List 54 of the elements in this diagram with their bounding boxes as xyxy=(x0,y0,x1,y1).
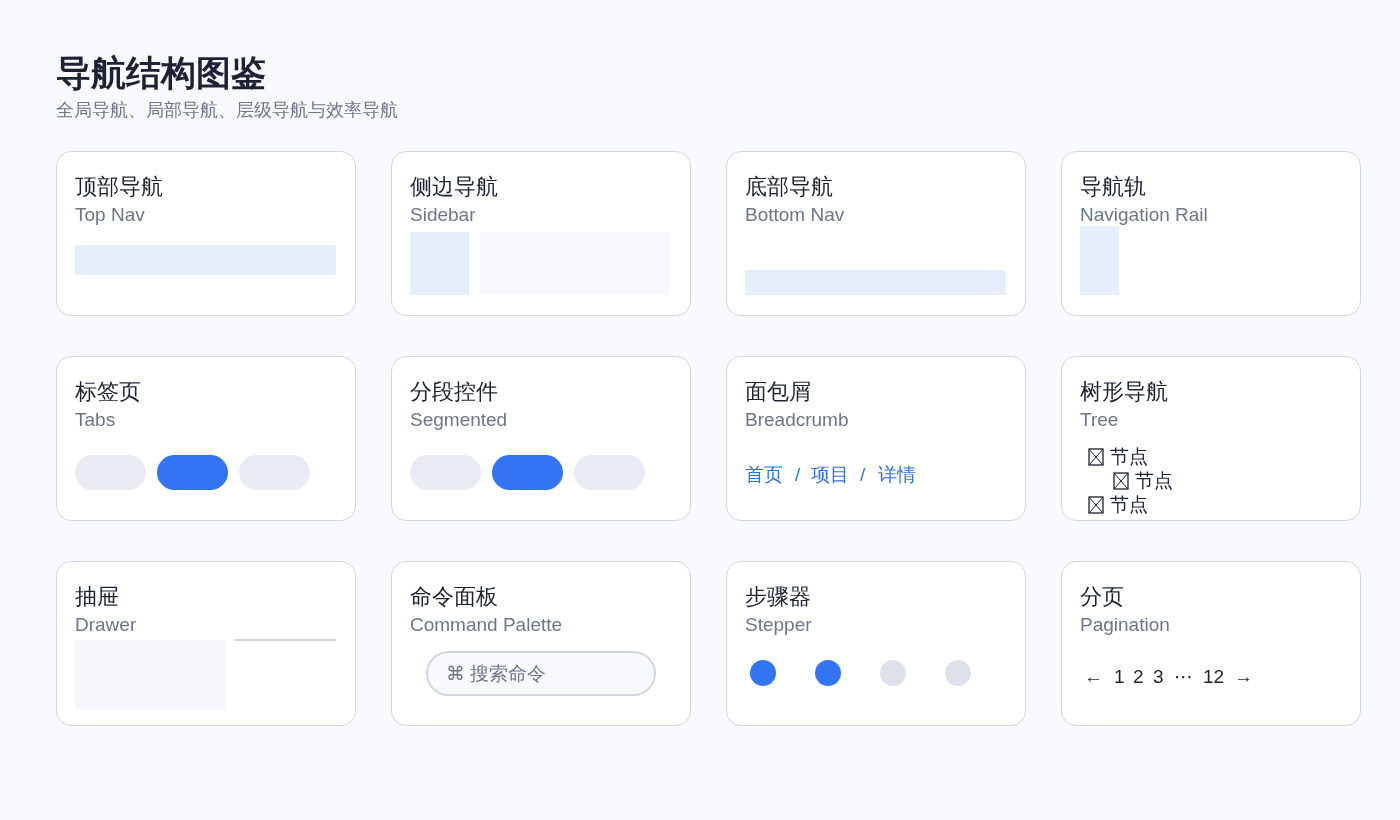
card-subtitle: Sidebar xyxy=(410,204,476,226)
page-number: 3 xyxy=(1153,666,1164,688)
card-subtitle: Tree xyxy=(1080,409,1119,431)
card-subtitle: Navigation Rail xyxy=(1080,204,1208,226)
card-subtitle: Bottom Nav xyxy=(745,204,845,226)
nav-card xyxy=(56,356,356,521)
card-title: 顶部导航 xyxy=(75,173,163,201)
card-subtitle: Stepper xyxy=(745,614,812,636)
prev-arrow: ← xyxy=(1084,666,1103,688)
card-subtitle: Command Palette xyxy=(410,614,563,636)
nav-card xyxy=(726,561,1026,726)
nav-card xyxy=(1061,561,1361,726)
nav-card xyxy=(56,561,356,726)
nav-card xyxy=(726,356,1026,521)
card-title: 面包屑 xyxy=(745,378,811,406)
tree-item-text: 节点 xyxy=(1135,470,1173,492)
page-number: 1 xyxy=(1114,666,1125,688)
page-number: 2 xyxy=(1133,666,1144,688)
card-title: 底部导航 xyxy=(745,173,833,201)
breadcrumb-separator: / xyxy=(795,464,801,486)
breadcrumb-separator: / xyxy=(860,464,866,486)
card-title: 分页 xyxy=(1080,583,1124,611)
nav-card xyxy=(726,151,1026,316)
page-number: 12 xyxy=(1203,666,1225,688)
nav-card xyxy=(1061,356,1361,521)
next-arrow: → xyxy=(1234,666,1253,688)
card-title: 树形导航 xyxy=(1080,378,1168,406)
breadcrumb-link: 首页 xyxy=(745,464,783,486)
page-subtitle: 全局导航、局部导航、层级导航与效率导航 xyxy=(56,99,398,122)
nav-card xyxy=(391,561,691,726)
card-subtitle: Segmented xyxy=(410,409,508,431)
card-title: 分段控件 xyxy=(410,378,498,406)
search-field: ⌘ 搜索命令 xyxy=(426,651,656,696)
card-subtitle: Top Nav xyxy=(75,204,145,226)
card-title: 侧边导航 xyxy=(410,173,498,201)
ellipsis: ⋯ xyxy=(1174,666,1193,688)
breadcrumb-link: 项目 xyxy=(811,464,849,486)
nav-card xyxy=(391,356,691,521)
card-title: 步骤器 xyxy=(745,583,811,611)
card-title: 抽屉 xyxy=(75,583,119,611)
card-subtitle: Tabs xyxy=(75,409,116,431)
nav-card xyxy=(56,151,356,316)
card-title: 导航轨 xyxy=(1080,173,1146,201)
breadcrumb-link: 详情 xyxy=(878,464,916,486)
card-subtitle: Breadcrumb xyxy=(745,409,849,431)
tree-item-text: 节点 xyxy=(1110,446,1148,468)
tree-item-text: 节点 xyxy=(1110,494,1148,516)
card-subtitle: Pagination xyxy=(1080,614,1170,636)
card-subtitle: Drawer xyxy=(75,614,137,636)
card-title: 命令面板 xyxy=(410,583,498,611)
nav-card xyxy=(391,151,691,316)
page-title: 导航结构图鉴 xyxy=(56,52,266,94)
card-title: 标签页 xyxy=(75,378,141,406)
nav-card xyxy=(1061,151,1361,316)
